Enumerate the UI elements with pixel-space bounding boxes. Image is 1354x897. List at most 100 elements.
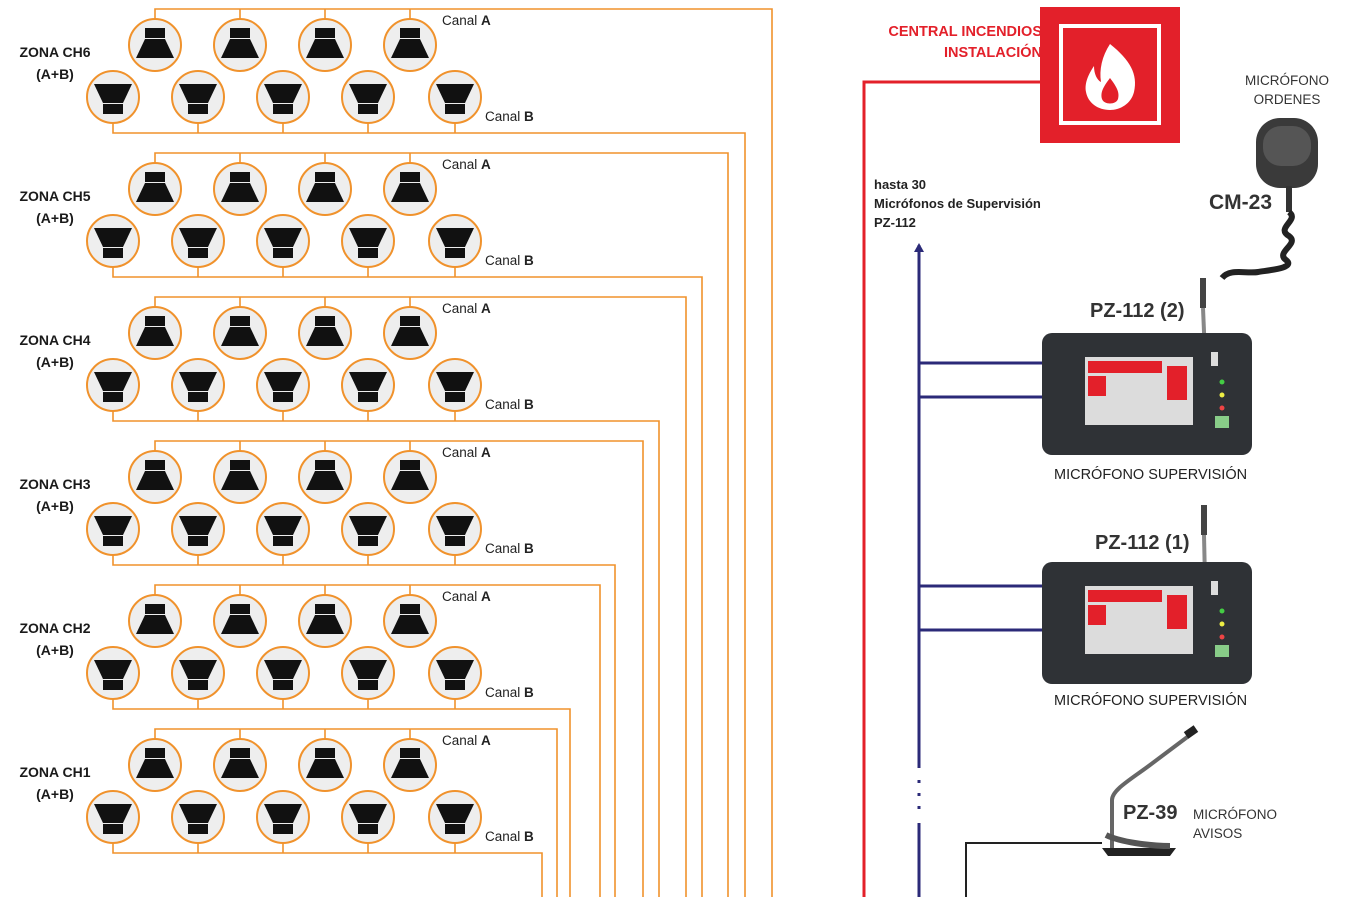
speaker-icon [341,358,395,412]
speaker-icon [383,450,437,504]
pz112-2-device [1042,278,1252,455]
zone-label-line1: ZONA CH5 [19,188,91,204]
zone-ch6 [86,8,773,897]
pz112-1-device [1042,505,1252,684]
zone-ch5 [86,152,729,897]
zone-label-line1: ZONA CH2 [19,620,91,636]
speaker-icon [171,70,225,124]
speaker-icon [213,450,267,504]
speaker-icon [298,306,352,360]
zone-label-line1: ZONA CH6 [19,44,91,60]
supervision-note-line3: PZ-112 [874,215,916,230]
pz112-1-label: MICRÓFONO SUPERVISIÓN [1054,693,1248,709]
canal-a-wire [154,728,558,897]
zone-label-line2: (A+B) [36,786,74,802]
supervision-note-line1: hasta 30 [874,177,927,192]
canal-a-wire [154,152,729,897]
canal-b-wire [112,411,660,897]
speaker-icon [428,502,482,556]
speaker-icon [213,306,267,360]
speaker-icon [128,306,182,360]
cm23-label-line2: ORDENES [1253,92,1321,107]
zone-label-line1: ZONA CH1 [19,764,91,780]
speaker-icon [128,594,182,648]
pz112-2-model: PZ-112 (2) [1090,300,1185,322]
zone-label: ZONA CH4(A+B) [0,329,110,373]
cm23-label: MICRÓFONO ORDENES [1232,71,1342,109]
pz39-model: PZ-39 [1123,802,1178,824]
speaker-icon [298,18,352,72]
speaker-icon [171,358,225,412]
fire-panel-line2: INSTALACIÓN [943,45,1042,61]
bus-arrow [914,243,924,252]
speaker-icon [383,306,437,360]
zone-label: ZONA CH5(A+B) [0,185,110,229]
cm23-label-line1: MICRÓFONO [1245,73,1329,88]
speaker-icon [171,790,225,844]
zone-ch1 [86,728,558,897]
pz39-label-line1: MICRÓFONO [1193,807,1277,822]
zone-label-line1: ZONA CH3 [19,476,91,492]
pz39-label: MICRÓFONO AVISOS [1193,805,1277,843]
speaker-icon [298,594,352,648]
canal-b-wire [112,123,746,897]
zone-label: ZONA CH3 (A+B) [0,473,110,517]
canal-a-label: Canal A [442,733,491,748]
speaker-icon [256,502,310,556]
speaker-icon [171,214,225,268]
speaker-icon [213,738,267,792]
speaker-icon [298,738,352,792]
canal-a-wire [154,584,601,897]
canal-b-label: Canal B [485,253,534,268]
pz112-2-label: MICRÓFONO SUPERVISIÓN [1054,467,1248,483]
canal-b-label: Canal B [485,109,534,124]
zone-label-line2: (A+B) [36,642,74,658]
pz112-1-model: PZ-112 (1) [1095,532,1190,554]
canal-b-label: Canal B [485,685,534,700]
canal-b-wire [112,699,571,897]
speaker-icon [256,790,310,844]
speaker-icon [428,646,482,700]
canal-b-wire [112,843,543,897]
fire-signal-line [862,80,1040,897]
fire-panel-label: CENTRAL INCENDIOS INSTALACIÓN [888,22,1042,64]
speaker-icon [428,70,482,124]
zone-label: ZONA CH6 (A+B) [0,41,110,85]
zone-ch4 [86,296,687,897]
control-section [862,7,1318,897]
pz39-label-line2: AVISOS [1193,826,1243,841]
speaker-icon [256,70,310,124]
speaker-icon [298,450,352,504]
canal-a-wire [154,8,773,897]
speaker-icon [383,18,437,72]
speaker-icon [341,502,395,556]
cm23-model: CM-23 [1209,191,1273,214]
speaker-icon [383,594,437,648]
canal-a-label: Canal A [442,301,491,316]
zone-label: ZONA CH2 (A+B) [0,617,110,661]
canal-a-label: Canal A [442,13,491,28]
speaker-icon [341,70,395,124]
zone-ch3 [86,440,644,897]
speaker-icon [428,790,482,844]
speaker-icon [128,18,182,72]
supervision-note-line2: Micrófonos de Supervisión [874,196,1041,211]
canal-b-wire [112,267,703,897]
speaker-icon [428,214,482,268]
speaker-icon [383,738,437,792]
canal-a-label: Canal A [442,445,491,460]
fire-panel-line1: CENTRAL INCENDIOS [888,24,1042,40]
zone-label-line2: (A+B) [36,66,74,82]
speaker-icon [256,646,310,700]
speaker-icon [128,738,182,792]
canal-b-label: Canal B [485,397,534,412]
canal-a-label: Canal A [442,157,491,172]
canal-b-label: Canal B [485,541,534,556]
speaker-icon [341,214,395,268]
speaker-icon [171,502,225,556]
speaker-icon [128,162,182,216]
zone-label-line2: (A+B) [36,354,74,370]
zone-label-line2: (A+B) [36,498,74,514]
canal-a-wire [154,296,687,897]
